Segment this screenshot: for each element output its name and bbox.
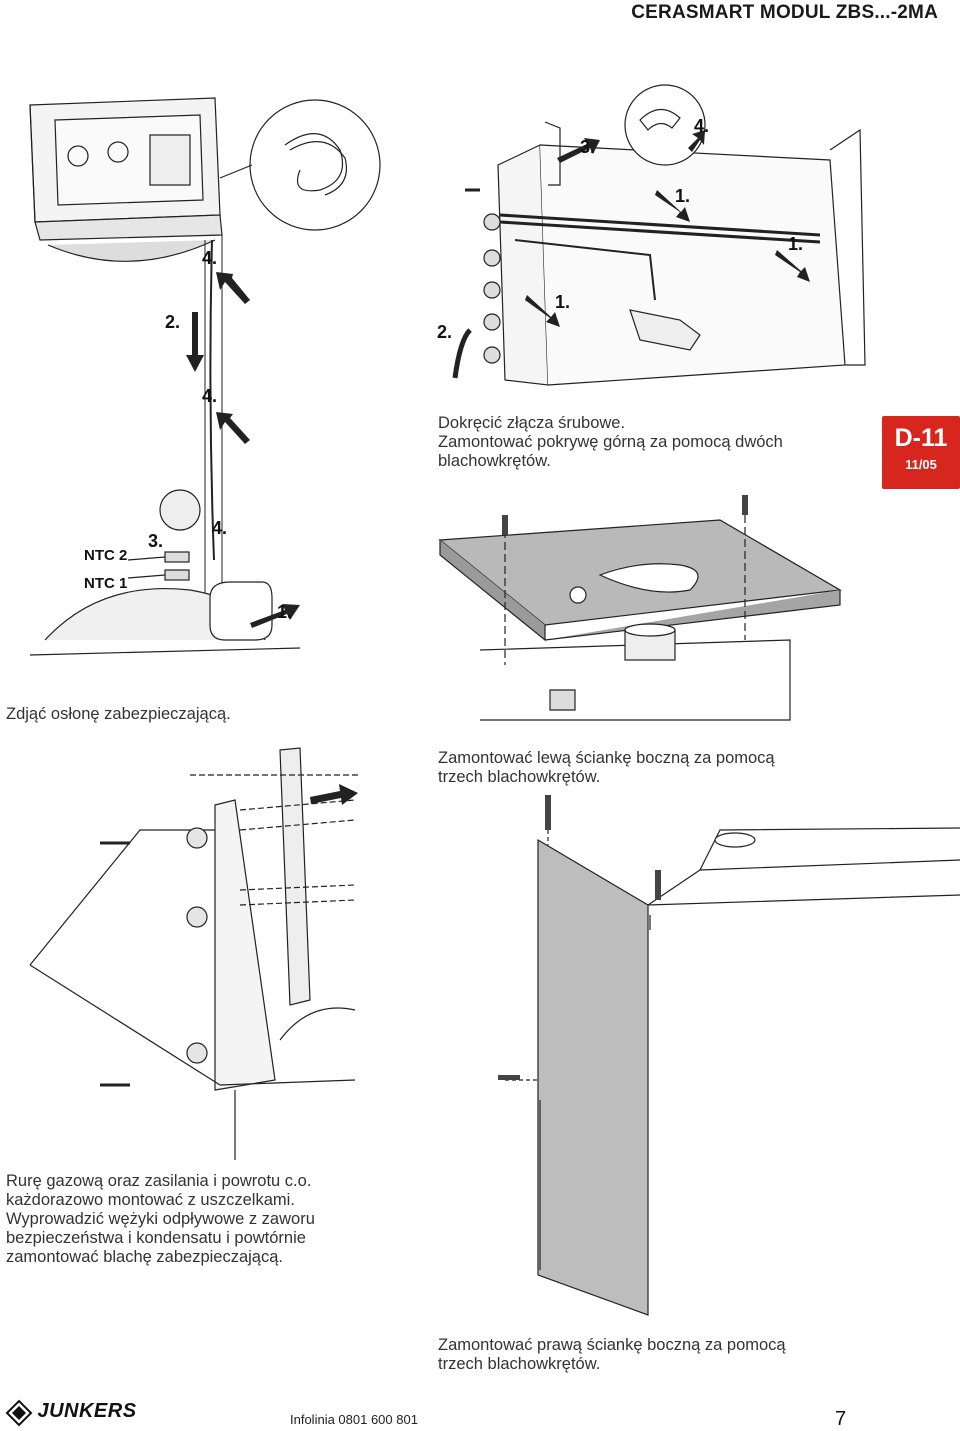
caption-tighten: Dokręcić złącza śrubowe. Zamontować pokr…	[438, 414, 783, 471]
caption-line: Wyprowadzić wężyki odpływowe z zaworu	[6, 1210, 315, 1228]
caption-pipes: Rurę gazową oraz zasilania i powrotu c.o…	[6, 1172, 315, 1267]
caption-line: Zamontować lewą ściankę boczną za pomocą	[438, 749, 775, 767]
section-badge: D-11 11/05	[882, 416, 960, 489]
caption-line: zamontować blachę zabezpieczającą.	[6, 1248, 283, 1266]
step-label: 1.	[555, 292, 571, 312]
junkers-logo: JUNKERS	[5, 1399, 137, 1427]
step-label: 4.	[212, 518, 228, 538]
step-label: 1.	[788, 234, 804, 254]
ntc2-label: NTC 2	[84, 547, 128, 564]
step-label: 2.	[165, 312, 181, 332]
brand-name: JUNKERS	[37, 1400, 137, 1423]
hotline: Infolinia 0801 600 801	[290, 1412, 418, 1427]
caption-line: Zamontować pokrywę górną za pomocą dwóch	[438, 433, 783, 451]
junkers-logo-icon	[5, 1399, 33, 1427]
step-label: 4.	[694, 116, 710, 136]
step-label: 3.	[148, 531, 164, 551]
section-date: 11/05	[905, 457, 937, 472]
step-label: 4.	[202, 386, 218, 406]
caption-left-panel: Zamontować lewą ściankę boczną za pomocą…	[438, 749, 775, 787]
caption-line: Rurę gazową oraz zasilania i powrotu c.o…	[6, 1172, 312, 1190]
caption-line: trzech blachowkrętów.	[438, 1355, 601, 1373]
step-label: 4.	[202, 248, 218, 268]
step-label: 1.	[277, 602, 293, 622]
caption-line: Dokręcić złącza śrubowe.	[438, 414, 626, 432]
page-number: 7	[835, 1408, 847, 1430]
caption-right-panel: Zamontować prawą ściankę boczną za pomoc…	[438, 1336, 786, 1374]
caption-line: blachowkrętów.	[438, 452, 551, 470]
step-label: 2.	[437, 322, 453, 342]
document-title: CERASMART MODUL ZBS...-2MA	[631, 2, 938, 23]
step-label: 1.	[675, 186, 691, 206]
caption-line: Zamontować prawą ściankę boczną za pomoc…	[438, 1336, 786, 1354]
caption-remove-cover: Zdjąć osłonę zabezpieczającą.	[6, 705, 231, 723]
caption-line: bezpieczeństwa i kondensatu i powtórnie	[6, 1229, 306, 1247]
step-label: 3.	[580, 137, 596, 157]
caption-line: trzech blachowkrętów.	[438, 768, 601, 786]
caption-line: każdorazowo montować z uszczelkami.	[6, 1191, 295, 1209]
ntc1-label: NTC 1	[84, 575, 128, 592]
section-code: D-11	[894, 424, 948, 452]
